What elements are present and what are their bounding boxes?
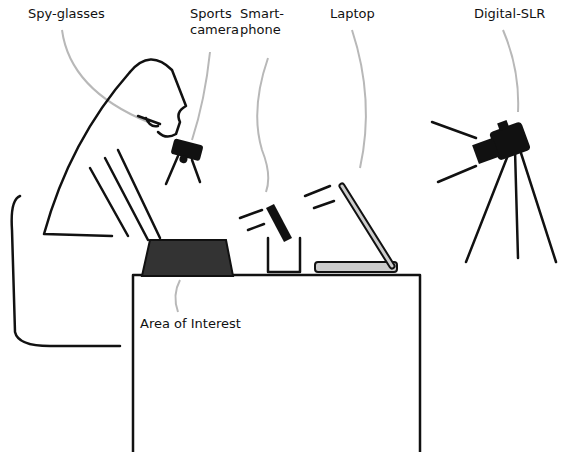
motion-marks — [240, 210, 264, 230]
laptop-base — [315, 262, 397, 272]
leader-lines — [62, 30, 518, 312]
person-head — [130, 59, 186, 136]
part-label: Digital-SLR — [474, 6, 574, 22]
leader-line — [257, 58, 268, 192]
part-label: Laptop — [330, 6, 410, 22]
camera-beam — [432, 122, 476, 182]
tripod — [466, 150, 556, 262]
leader-line — [62, 30, 148, 122]
chair — [12, 196, 120, 346]
leader-line — [503, 30, 518, 112]
part-label: Smart-phone — [240, 6, 290, 38]
part-label: Area of Interest — [140, 316, 280, 332]
sports-camera — [169, 138, 204, 167]
dslr-prism — [497, 120, 509, 131]
laptop-screen — [342, 186, 392, 266]
digital-slr — [468, 116, 531, 168]
desk — [133, 275, 420, 452]
dslr-lens — [472, 138, 500, 164]
smartphone — [266, 204, 292, 242]
sports-camera-lens — [179, 154, 189, 164]
laptop-screen — [342, 186, 392, 266]
person-back — [44, 72, 130, 236]
leader-line — [175, 280, 180, 312]
leader-line — [192, 52, 210, 140]
person-arms — [90, 150, 160, 240]
area-of-interest — [142, 240, 233, 276]
drawing — [12, 59, 556, 452]
leader-line — [352, 30, 366, 168]
spy-glasses — [138, 116, 160, 126]
part-label: Spy-glasses — [28, 6, 138, 22]
motion-marks — [305, 186, 334, 208]
phone-holder — [268, 238, 300, 272]
